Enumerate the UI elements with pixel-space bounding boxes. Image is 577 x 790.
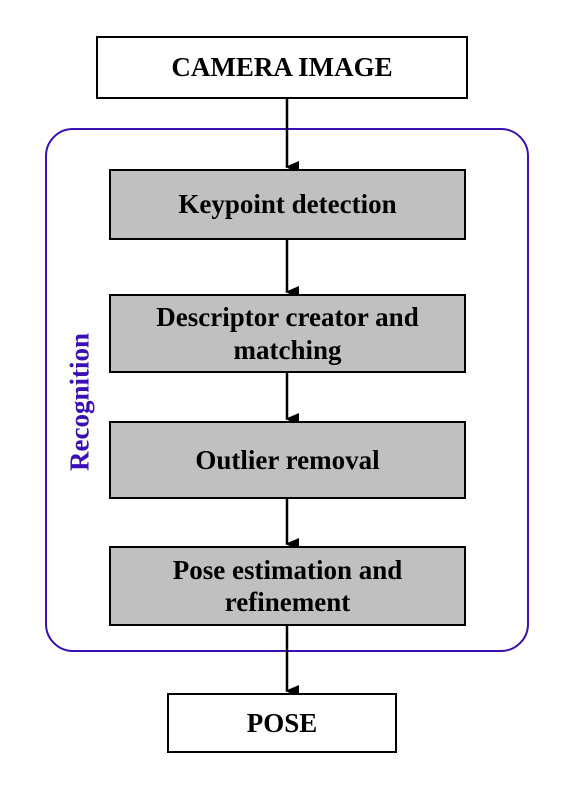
descriptor-matching-label: Descriptor creator and matching <box>156 302 419 365</box>
keypoint-detection-label: Keypoint detection <box>178 189 397 220</box>
pose-output-box: POSE <box>167 693 397 753</box>
pose-estimation-box: Pose estimation and refinement <box>109 546 466 626</box>
outlier-removal-label: Outlier removal <box>195 444 380 475</box>
descriptor-matching-box: Descriptor creator and matching <box>109 294 466 373</box>
pose-estimation-label: Pose estimation and refinement <box>172 554 403 617</box>
camera-image-box: CAMERA IMAGE <box>96 36 468 99</box>
keypoint-detection-box: Keypoint detection <box>109 169 466 240</box>
outlier-removal-box: Outlier removal <box>109 421 466 499</box>
pose-output-label: POSE <box>246 707 318 738</box>
camera-image-label: CAMERA IMAGE <box>171 52 393 83</box>
